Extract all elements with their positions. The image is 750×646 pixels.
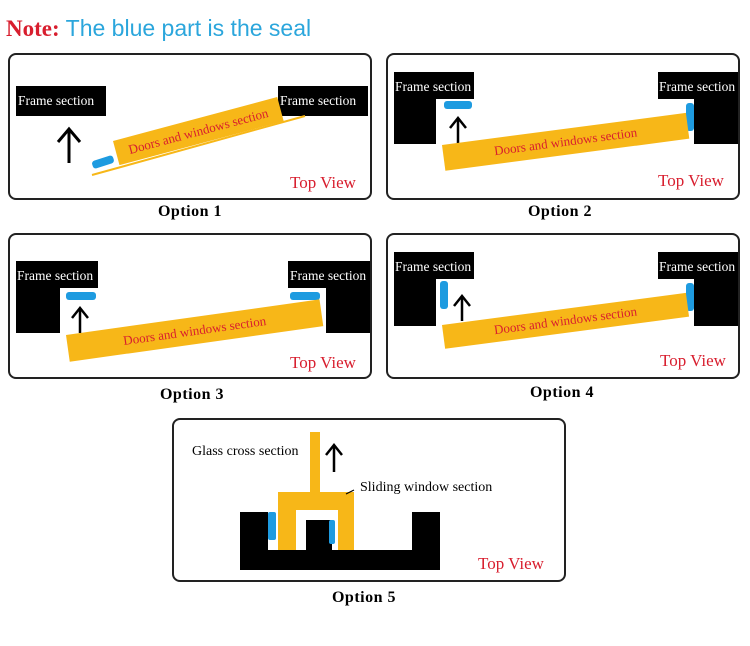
frame-label: Frame section [280, 93, 357, 108]
door-section-bar: Doors and windows section [442, 292, 690, 349]
top-view-label: Top View [290, 353, 356, 372]
door-section-bar: Doors and windows section [442, 112, 690, 171]
note-label: Note: [6, 16, 60, 41]
frame-label: Frame section [18, 93, 95, 108]
option-1-panel: Frame section Frame section Doors and wi… [8, 53, 372, 200]
door-section-label: Doors and windows section [493, 303, 638, 338]
up-arrow-icon [56, 126, 82, 163]
up-arrow-icon [71, 305, 89, 333]
frame-label: Frame section [659, 79, 736, 94]
seal [686, 103, 694, 131]
note: Note:The blue part is the seal [6, 13, 311, 44]
frame-label: Frame section [17, 268, 94, 283]
top-view-label: Top View [660, 351, 726, 370]
door-section-label: Doors and windows section [493, 124, 638, 159]
frame-block-left [16, 86, 106, 116]
seal [66, 292, 96, 300]
option-3-caption: Option 3 [159, 386, 224, 403]
door-section-bar: Doors and windows section [66, 299, 324, 362]
frame-label: Frame section [290, 268, 367, 283]
option-5-panel: Glass cross section Sliding window secti… [172, 418, 566, 582]
door-section-label: Doors and windows section [122, 312, 267, 348]
top-view-label: Top View [478, 554, 544, 573]
option-4-panel: Frame section Frame section Doors and wi… [386, 233, 740, 379]
option-5-caption: Option 5 [331, 589, 396, 606]
door-thin-edge [91, 115, 306, 176]
option-2-caption: Option 2 [527, 203, 592, 220]
glass-cross-section-label: Glass cross section [192, 444, 299, 459]
up-arrow-icon [325, 442, 343, 472]
seal [444, 101, 472, 109]
top-view-label: Top View [658, 171, 724, 190]
frame-label: Frame section [659, 259, 736, 274]
note-text: The blue part is the seal [65, 15, 312, 41]
frame-label: Frame section [395, 259, 472, 274]
option-2-panel: Frame section Frame section Doors and wi… [386, 53, 740, 200]
sliding-window-section-label: Sliding window section [360, 480, 493, 495]
top-view-label: Top View [290, 173, 356, 192]
frame-label: Frame section [395, 79, 472, 94]
seal [686, 283, 694, 311]
up-arrow-icon [449, 115, 467, 143]
frame-block-right [278, 86, 368, 116]
option-3-panel: Frame section Frame section Doors and wi… [8, 233, 372, 379]
up-arrow-icon [453, 293, 471, 321]
sliding-window-diagram [240, 432, 440, 570]
seal [440, 281, 448, 309]
option-4-caption: Option 4 [529, 384, 594, 401]
seal [290, 292, 320, 300]
option-1-caption: Option 1 [157, 203, 222, 220]
